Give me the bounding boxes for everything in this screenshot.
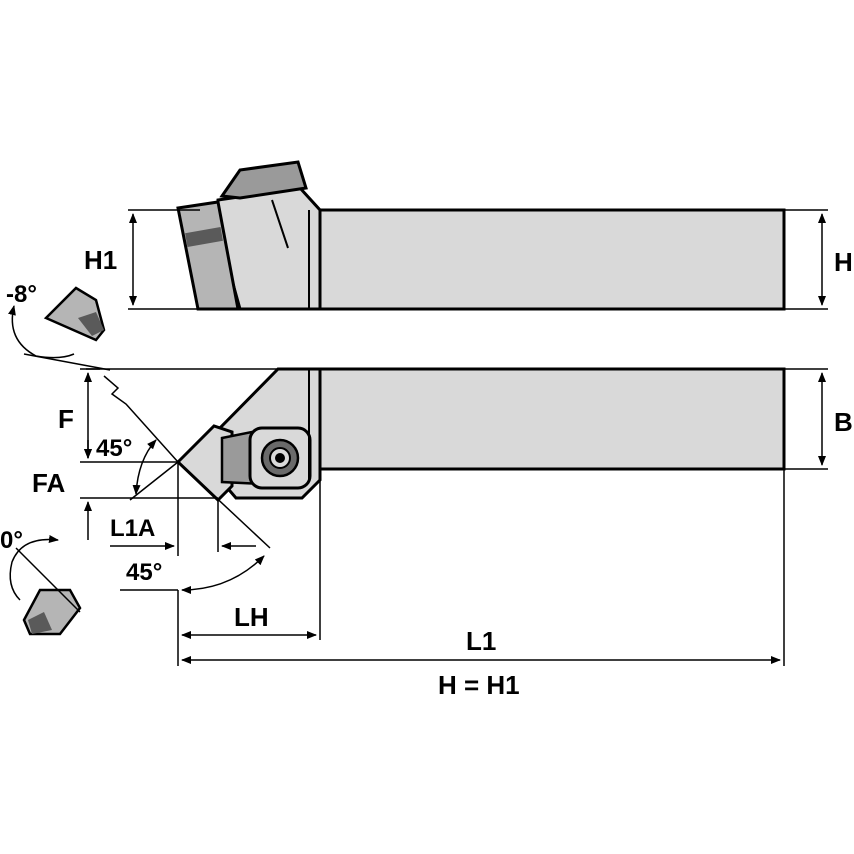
dimension-labels: H1 H B F FA 45° L1A 45° -8° 0° LH L1 H =…: [0, 245, 853, 700]
label-angle-45-lower: 45°: [126, 559, 162, 586]
top-view-screw-socket: [275, 453, 285, 463]
angle-45-upper-arc: [132, 439, 157, 495]
label-angle-0: 0°: [0, 527, 23, 554]
side-view-head-line: [271, 199, 289, 249]
angle-45-lower-arc: [181, 555, 265, 594]
top-view-cut-edge: [103, 375, 179, 463]
insert-detail-0: [9, 535, 82, 636]
insert-detail-neg8-arc: [8, 305, 75, 359]
side-view-insert-edge: [185, 226, 223, 248]
side-view-insert: [176, 200, 240, 311]
insert-detail-neg8-edge: [78, 312, 104, 336]
insert-detail-0-arc: [9, 535, 59, 601]
top-view: [80, 367, 828, 666]
label-lh: LH: [234, 602, 269, 632]
insert-detail-0-edge: [28, 612, 52, 634]
label-l1: L1: [466, 626, 496, 656]
label-f: F: [58, 404, 74, 434]
side-view-clamp: [219, 160, 308, 200]
angle-ref-line-upper: [177, 461, 271, 549]
label-fa: FA: [32, 468, 65, 498]
label-angle-45-upper: 45°: [96, 435, 132, 462]
side-view-shank: [316, 208, 786, 311]
top-view-shank: [316, 367, 786, 471]
label-h1: H1: [84, 245, 117, 275]
label-l1a: L1A: [110, 515, 155, 542]
side-view: [128, 160, 828, 311]
insert-detail-0-axis: [15, 547, 81, 613]
label-b: B: [834, 407, 853, 437]
insert-detail-neg8: [8, 286, 111, 371]
label-h-eq-h1: H = H1: [438, 670, 520, 700]
label-angle-neg8: -8°: [6, 281, 37, 308]
label-h: H: [834, 247, 853, 277]
